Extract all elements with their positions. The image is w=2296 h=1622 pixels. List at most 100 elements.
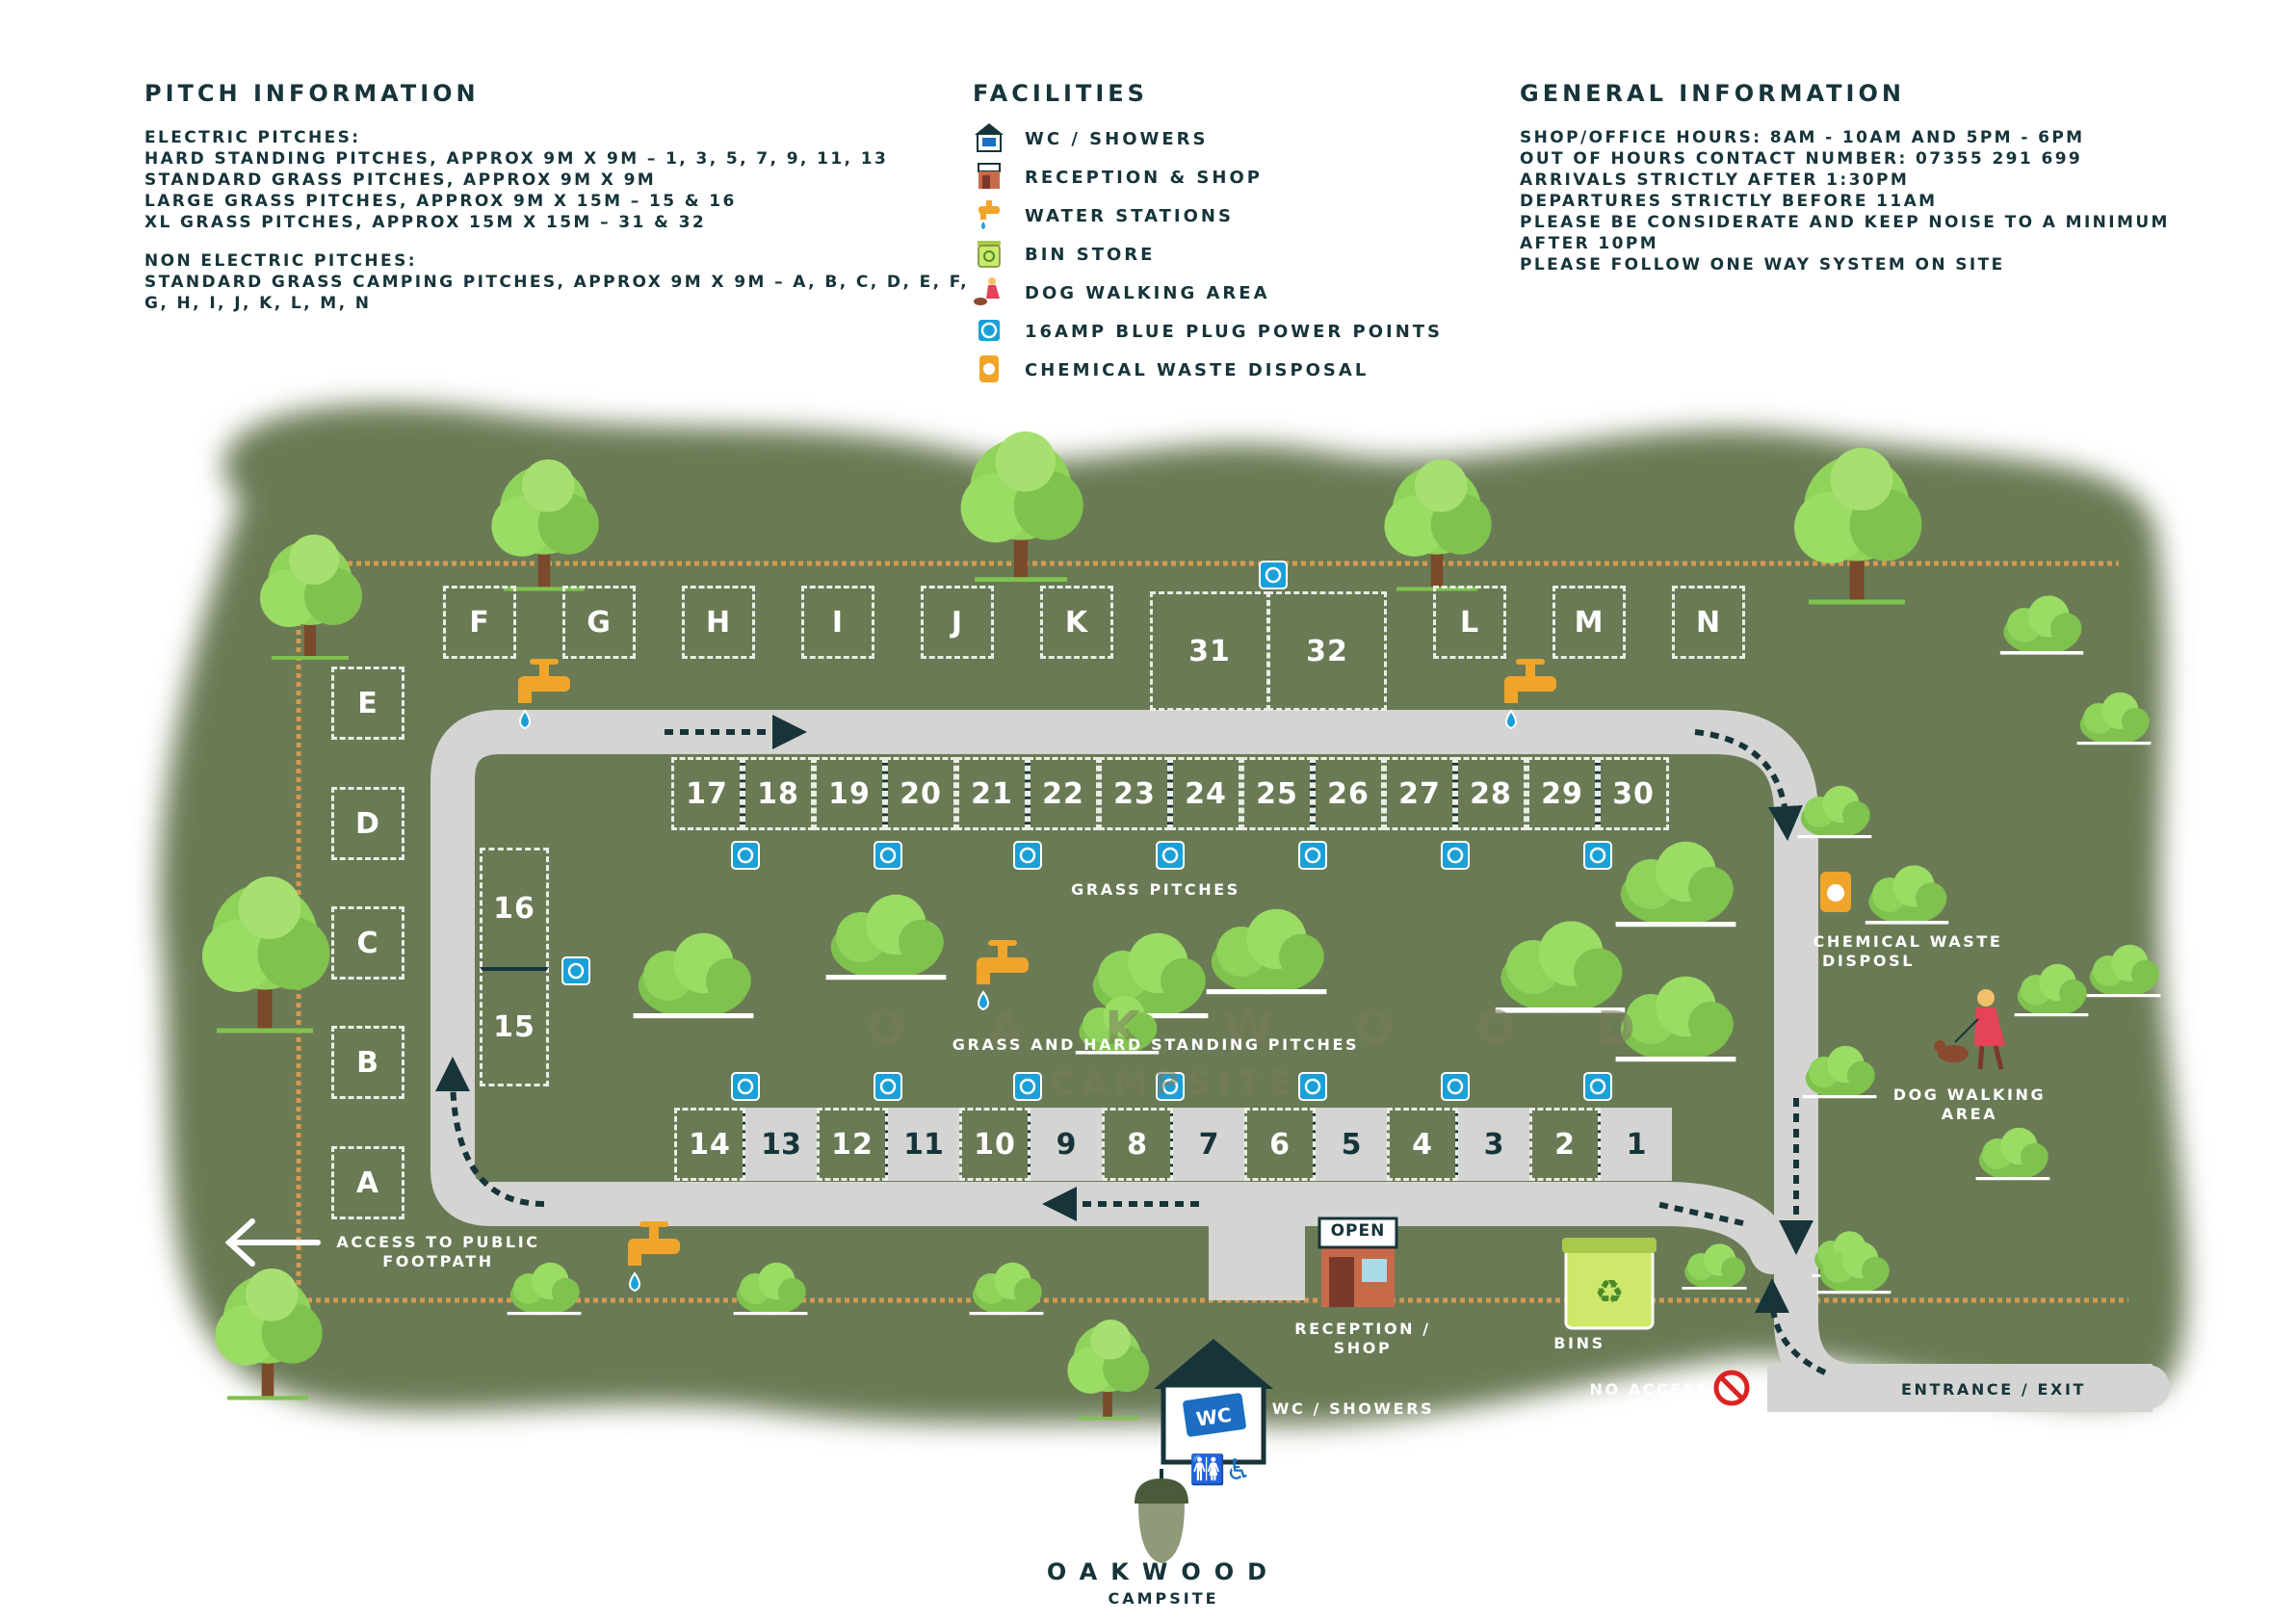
pitch-29[interactable]: 29 <box>1526 757 1598 830</box>
power-point-icon <box>1583 841 1612 870</box>
bush-icon <box>507 1262 582 1316</box>
pitch-D[interactable]: D <box>331 787 404 860</box>
bush-icon <box>1797 785 1872 839</box>
pitch-4[interactable]: 4 <box>1387 1108 1458 1181</box>
pitch-8[interactable]: 8 <box>1102 1108 1173 1181</box>
pitch-E[interactable]: E <box>331 667 404 740</box>
power-point-icon <box>1298 841 1327 870</box>
non-electric-title: NON ELECTRIC PITCHES: <box>144 251 417 271</box>
power-point-icon <box>1259 561 1288 589</box>
facilities-title: FACILITIES <box>973 80 1148 107</box>
power-point-icon <box>1013 841 1042 870</box>
pitch-27[interactable]: 27 <box>1384 757 1455 830</box>
pitch-info-title: PITCH INFORMATION <box>144 80 480 107</box>
pitch-K[interactable]: K <box>1040 586 1113 659</box>
facility-label: BIN STORE <box>1025 245 1156 265</box>
pitch-9[interactable]: 9 <box>1031 1108 1102 1181</box>
chemical-waste-icon <box>979 355 999 382</box>
pitch-F[interactable]: F <box>443 586 516 659</box>
power-point-icon <box>874 841 902 870</box>
trees <box>202 432 1922 1420</box>
access-footpath-label: ACCESS TO PUBLIC FOOTPATH <box>327 1233 549 1271</box>
grass-hard-label: GRASS AND HARD STANDING PITCHES <box>952 1035 1360 1054</box>
general-info-title: GENERAL INFORMATION <box>1520 80 1905 107</box>
reception-label-2: SHOP <box>1333 1339 1393 1357</box>
pitch-22[interactable]: 22 <box>1028 757 1099 830</box>
pitch-I[interactable]: I <box>801 586 874 659</box>
dog-walker-icon <box>974 277 1000 305</box>
pitch-25[interactable]: 25 <box>1241 757 1313 830</box>
pitch-5[interactable]: 5 <box>1316 1108 1387 1181</box>
facility-label: DOG WALKING AREA <box>1025 283 1270 303</box>
pitch-12[interactable]: 12 <box>817 1108 888 1181</box>
power-point-icon <box>1156 1072 1185 1101</box>
watermark-sub: CAMPSITE <box>1050 1064 1298 1103</box>
chemical-label-2: DISPOSL <box>1822 952 1916 970</box>
info-line: OUT OF HOURS CONTACT NUMBER: 07355 291 6… <box>1520 149 2083 169</box>
pitch-info-block: ELECTRIC PITCHES: HARD STANDING PITCHES,… <box>144 127 969 314</box>
dog-walking-label: DOG WALKING AREA <box>1883 1086 2056 1124</box>
pitch-J[interactable]: J <box>921 586 994 659</box>
facility-label: 16AMP BLUE PLUG POWER POINTS <box>1025 322 1444 342</box>
tree-icon <box>202 876 330 1033</box>
facility-label: CHEMICAL WASTE DISPOSAL <box>1025 360 1370 380</box>
pitch-31[interactable]: 31 <box>1150 591 1269 711</box>
pitch-24[interactable]: 24 <box>1170 757 1241 830</box>
pitch-32[interactable]: 32 <box>1267 591 1387 711</box>
bush-icon <box>2014 963 2089 1017</box>
power-points <box>561 561 1612 1101</box>
grass-area <box>160 405 2187 1426</box>
general-info-block: SHOP/OFFICE HOURS: 8AM - 10AM AND 5PM - … <box>1520 127 2170 275</box>
bush-icon <box>1865 865 1949 925</box>
bushes <box>507 595 2161 1316</box>
pitch-B[interactable]: B <box>331 1026 404 1099</box>
pitch-18[interactable]: 18 <box>743 757 814 830</box>
facility-label: WC / SHOWERS <box>1025 129 1209 149</box>
pitch-20[interactable]: 20 <box>885 757 956 830</box>
pitch-6[interactable]: 6 <box>1244 1108 1316 1181</box>
pitch-10[interactable]: 10 <box>959 1108 1031 1181</box>
pitch-M[interactable]: M <box>1552 586 1626 659</box>
pitch-2[interactable]: 2 <box>1529 1108 1601 1181</box>
info-line: AFTER 10PM <box>1520 234 1659 253</box>
pitch-28[interactable]: 28 <box>1455 757 1526 830</box>
pitch-19[interactable]: 19 <box>814 757 885 830</box>
pitch-A[interactable]: A <box>331 1146 404 1219</box>
wc-building-icon: WC <box>1154 1339 1273 1465</box>
info-line: ARRIVALS STRICTLY AFTER 1:30PM <box>1520 170 1910 190</box>
facility-bins: BIN STORE <box>973 237 1474 272</box>
logo-name: OAKWOOD <box>1046 1558 1281 1585</box>
pitch-15[interactable]: 15 <box>480 967 549 1086</box>
bush-icon <box>633 932 754 1019</box>
pitch-13[interactable]: 13 <box>745 1108 817 1181</box>
pitch-17[interactable]: 17 <box>671 757 743 830</box>
pitch-3[interactable]: 3 <box>1458 1108 1529 1181</box>
bush-icon <box>1802 1045 1877 1099</box>
pitch-H[interactable]: H <box>682 586 755 659</box>
pitch-L[interactable]: L <box>1433 586 1506 659</box>
access-arrow-icon <box>224 1218 321 1267</box>
no-access-label: NO ACCESS <box>1589 1380 1710 1399</box>
pitch-23[interactable]: 23 <box>1099 757 1170 830</box>
pitch-11[interactable]: 11 <box>888 1108 959 1181</box>
pitch-1[interactable]: 1 <box>1601 1108 1672 1181</box>
pitch-C[interactable]: C <box>331 906 404 980</box>
no-access-icon <box>1713 1370 1750 1406</box>
facility-reception: RECEPTION & SHOP <box>973 160 1474 195</box>
power-point-icon <box>1441 1072 1470 1101</box>
pitch-14[interactable]: 14 <box>674 1108 745 1181</box>
pitch-30[interactable]: 30 <box>1598 757 1669 830</box>
pitch-N[interactable]: N <box>1672 586 1745 659</box>
bush-icon <box>2086 944 2161 998</box>
recycle-bin-icon: ♻ <box>1562 1238 1657 1330</box>
pitch-16[interactable]: 16 <box>480 848 549 967</box>
pitch-G[interactable]: G <box>562 586 636 659</box>
pitch-21[interactable]: 21 <box>956 757 1028 830</box>
electric-line: HARD STANDING PITCHES, APPROX 9M X 9M – … <box>144 149 889 169</box>
pitch-7[interactable]: 7 <box>1173 1108 1244 1181</box>
wc-showers-label: WC / SHOWERS <box>1271 1400 1435 1418</box>
pitch-26[interactable]: 26 <box>1313 757 1384 830</box>
power-point-icon <box>874 1072 902 1101</box>
bush-icon <box>1682 1243 1747 1290</box>
